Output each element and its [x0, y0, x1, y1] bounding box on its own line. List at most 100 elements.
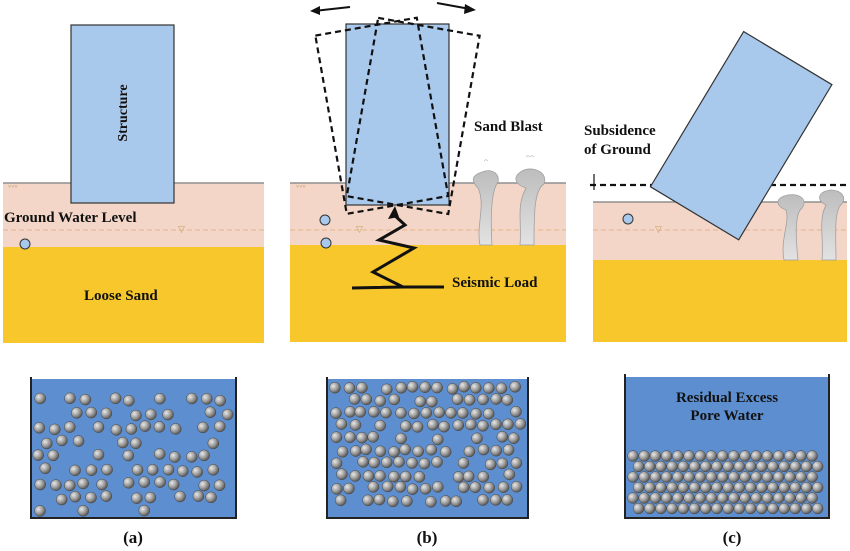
- sand-grain: [446, 383, 459, 395]
- sand-grain: [761, 471, 774, 483]
- panel-a-container: [30, 377, 237, 519]
- sand-grain: [452, 419, 465, 431]
- sand-grain: [55, 493, 68, 506]
- sand-grain: [92, 448, 105, 461]
- panel-c-container: Residual Excess Pore Water: [624, 374, 830, 519]
- residual-excess-label: Residual Excess: [676, 390, 778, 406]
- sand-grain: [388, 446, 400, 458]
- sand-grain: [85, 464, 98, 476]
- sand-grain: [795, 492, 807, 504]
- sand-grain: [490, 494, 502, 506]
- sand-grain: [145, 408, 157, 421]
- sand-grain: [632, 502, 645, 515]
- sand-grain: [213, 479, 226, 492]
- panel-b-water-bubble-2: [320, 237, 332, 249]
- sand-grain: [125, 423, 138, 435]
- sand-grain: [688, 481, 701, 494]
- sand-grain: [756, 481, 768, 494]
- sand-grain: [348, 393, 361, 405]
- sand-blast-plume-left: ᵔ: [472, 158, 499, 246]
- sand-grain: [705, 471, 718, 483]
- sand-grain: [502, 444, 515, 456]
- sand-grain: [649, 471, 662, 483]
- sand-grain: [789, 481, 801, 494]
- sand-grain: [666, 460, 678, 473]
- sand-grain: [357, 456, 369, 468]
- sand-grain: [477, 494, 489, 506]
- sand-grain: [800, 502, 813, 515]
- sand-grain: [374, 470, 386, 482]
- structure-label: Structure: [116, 84, 131, 141]
- sand-grain: [638, 450, 650, 462]
- sand-grain: [806, 450, 818, 462]
- sand-grain: [406, 457, 418, 469]
- sand-grain: [761, 450, 774, 462]
- sand-grain: [756, 460, 768, 473]
- sand-grain: [413, 471, 426, 483]
- sand-grain: [406, 381, 419, 393]
- sand-grain: [34, 478, 46, 491]
- panel-b-water-symbol: ▽: [356, 225, 363, 235]
- sand-grain: [380, 406, 392, 419]
- sand-grain: [381, 383, 393, 396]
- sand-grain: [490, 393, 502, 405]
- caption-a: (a): [123, 528, 143, 547]
- sand-grain: [356, 381, 368, 394]
- sand-grain: [778, 481, 790, 494]
- sand-grain: [330, 457, 343, 470]
- sand-grain: [34, 392, 46, 405]
- sand-grain: [153, 421, 166, 433]
- sand-grain: [418, 457, 431, 470]
- sand-grain: [784, 471, 796, 483]
- sand-grain: [632, 460, 645, 473]
- sand-grain: [344, 431, 356, 443]
- sand-grain: [458, 380, 470, 393]
- sand-grain: [360, 393, 373, 406]
- sand-grain: [767, 481, 779, 494]
- panel-b-grains: [329, 380, 527, 508]
- sand-grain: [716, 471, 729, 483]
- sand-grain: [683, 471, 695, 483]
- sand-grain: [483, 382, 495, 394]
- subsidence-label-line2: of Ground: [584, 142, 651, 158]
- sand-grain: [627, 471, 639, 483]
- sand-grain: [806, 492, 818, 504]
- sand-grain: [204, 406, 217, 418]
- sand-grain: [672, 450, 684, 462]
- sand-grain: [644, 460, 656, 473]
- sand-grain: [457, 407, 469, 419]
- sand-grain: [683, 492, 695, 504]
- sand-grain: [470, 408, 482, 420]
- sand-grain: [177, 465, 189, 477]
- sand-grain: [655, 460, 667, 473]
- panel-b-grass-marks: ᵛᵛᵛ: [296, 183, 306, 192]
- sand-grain: [469, 481, 482, 493]
- sand-grain: [761, 492, 774, 504]
- sand-grain: [795, 450, 807, 462]
- sand-grain: [56, 434, 68, 447]
- sand-grain: [154, 392, 166, 405]
- sand-grain: [85, 491, 97, 504]
- sand-grain: [508, 432, 520, 444]
- sand-grain: [64, 392, 76, 405]
- sand-grain: [198, 449, 210, 462]
- sand-grain: [660, 450, 673, 462]
- sand-grain: [77, 477, 89, 490]
- sand-grain: [744, 502, 757, 515]
- pore-water-label: Pore Water: [690, 408, 764, 424]
- sand-grain: [457, 481, 470, 494]
- sand-grain: [655, 481, 667, 494]
- sand-grain: [688, 460, 701, 473]
- sand-grain: [744, 481, 757, 494]
- sand-grain: [483, 481, 495, 494]
- sand-grain: [438, 420, 450, 433]
- sand-grain: [510, 457, 523, 469]
- svg-text:ᵔᵔ: ᵔᵔ: [526, 154, 534, 165]
- sand-grain: [463, 394, 476, 406]
- sand-grain: [744, 460, 757, 473]
- sand-grain: [477, 420, 489, 432]
- sand-grain: [146, 464, 159, 476]
- sand-grain: [722, 502, 734, 515]
- sand-grain: [716, 450, 729, 462]
